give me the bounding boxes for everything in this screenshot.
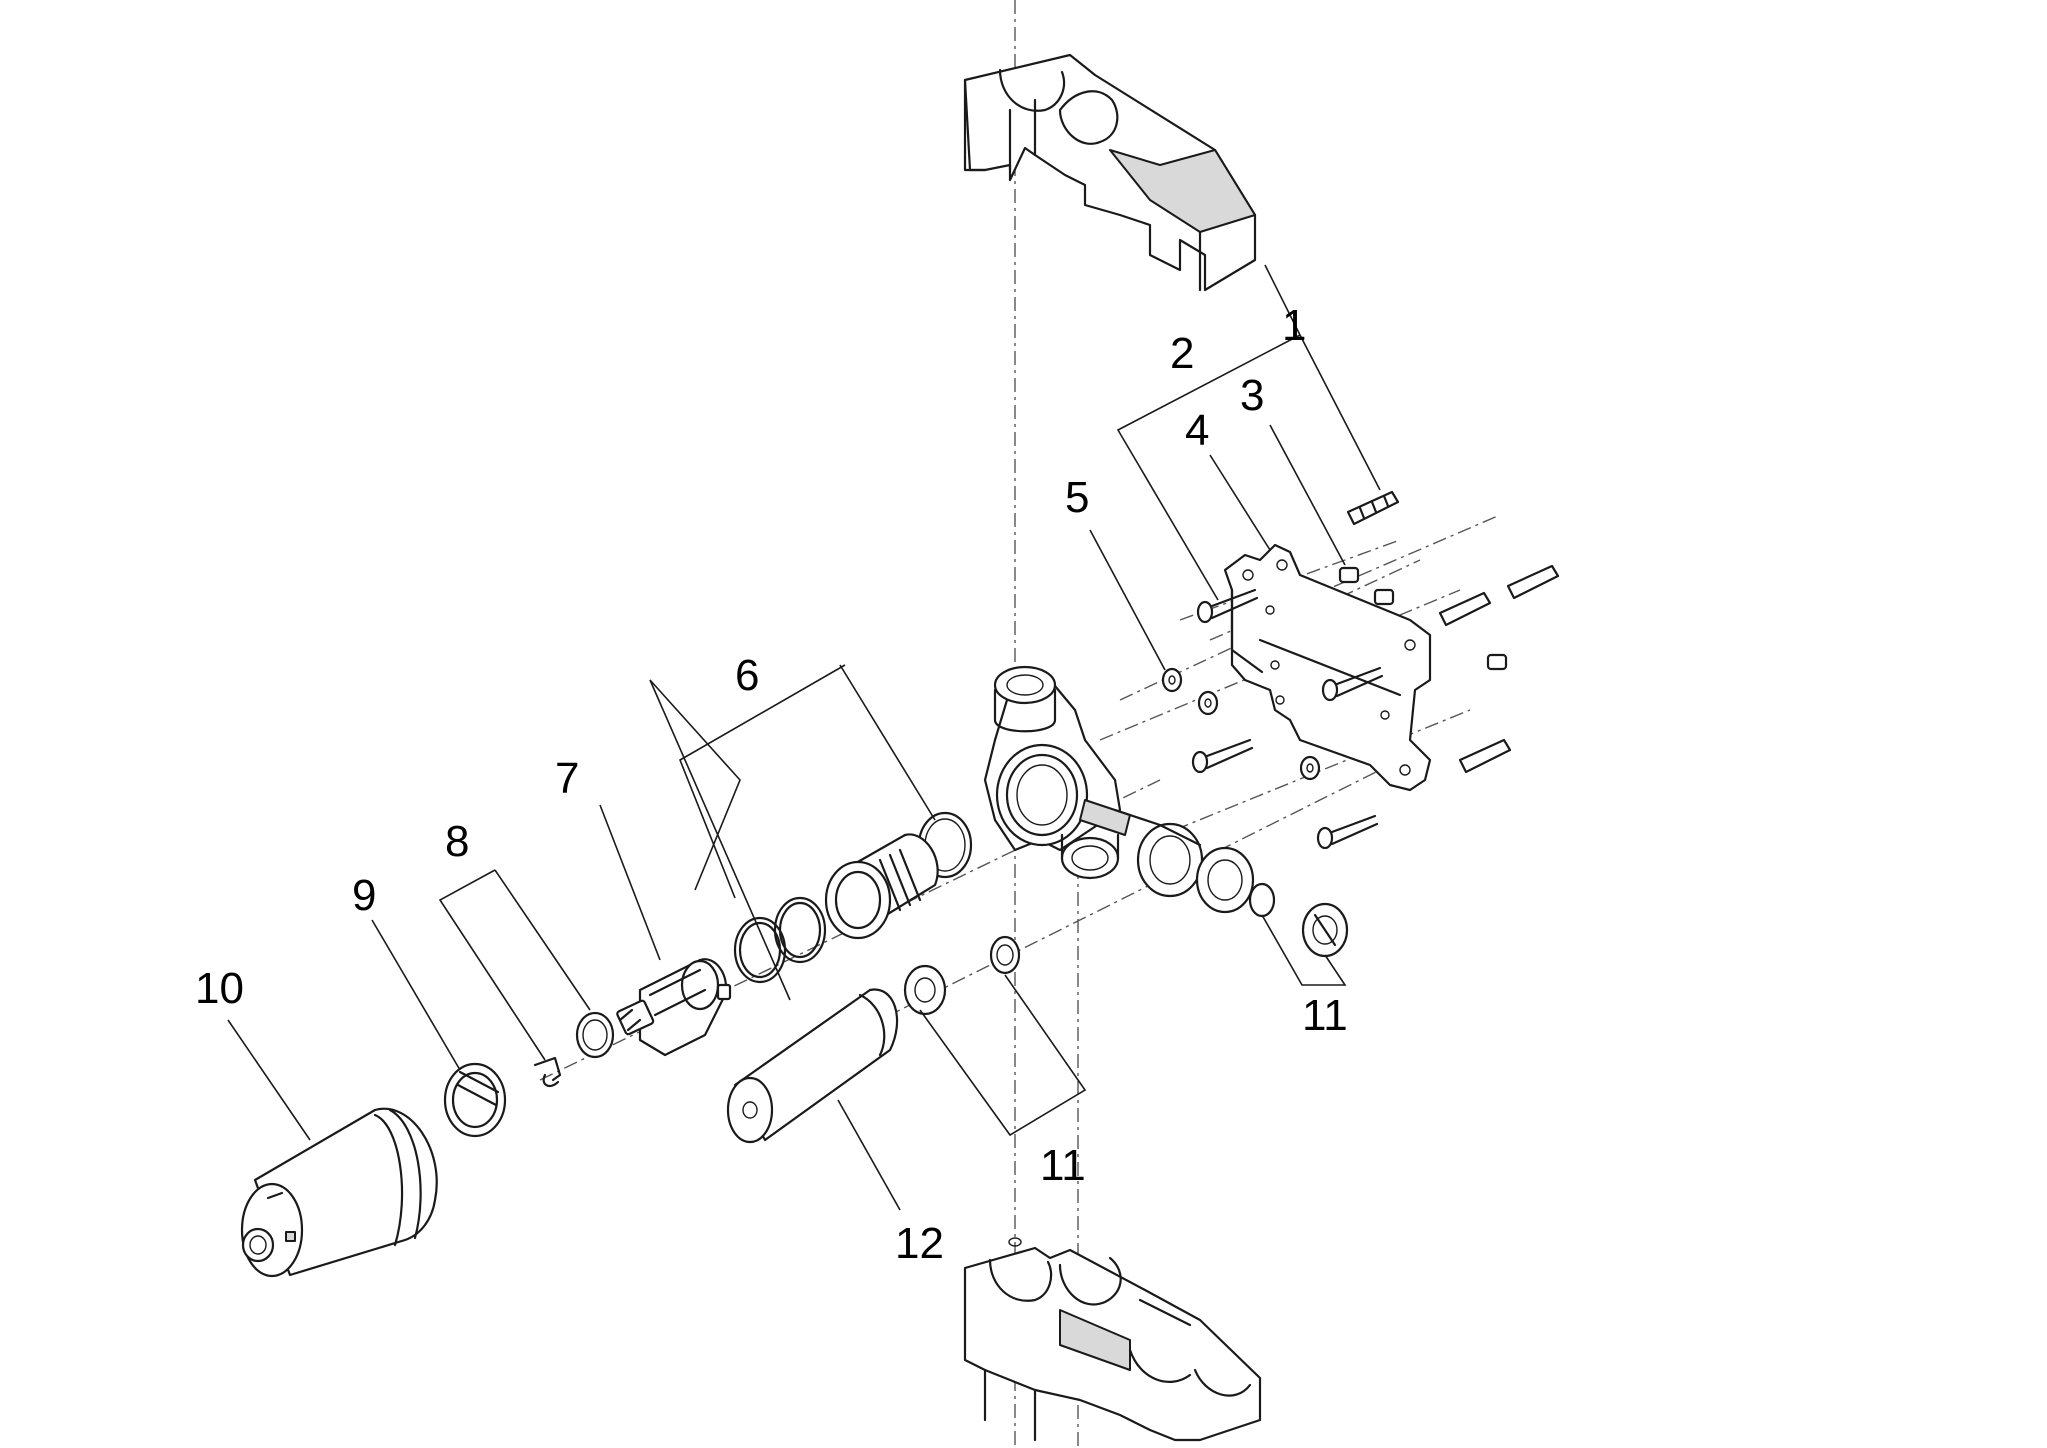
callout-11-right: 11 [1302, 991, 1348, 1040]
callout-1: 1 [1282, 301, 1306, 350]
retaining-clip [533, 1056, 562, 1088]
callout-labels: 1 2 3 4 5 6 7 8 9 10 11 11 12 [195, 301, 1348, 1268]
callout-8: 8 [445, 817, 469, 866]
callout-5: 5 [1065, 473, 1089, 522]
callout-4: 4 [1185, 406, 1209, 455]
small-screws [1338, 566, 1508, 671]
wood-screws [1191, 588, 1384, 850]
cartridge [616, 958, 732, 1057]
callout-11-lower: 11 [1040, 1141, 1086, 1190]
callout-2: 2 [1170, 329, 1194, 378]
washers [1161, 667, 1321, 781]
callout-7: 7 [555, 754, 579, 803]
adapter-sleeve [733, 811, 973, 984]
callout-12: 12 [895, 1219, 944, 1268]
valve-body [983, 665, 1255, 914]
wall-anchors [1346, 490, 1560, 774]
callout-10: 10 [195, 964, 244, 1013]
protection-plug [726, 988, 899, 1144]
callout-9: 9 [352, 871, 376, 920]
plug-lower [903, 935, 1021, 1016]
top-insulation-block [963, 53, 1257, 292]
threaded-ring [443, 1062, 507, 1138]
callout-6: 6 [735, 651, 759, 700]
retaining-ring [575, 1011, 615, 1059]
cover-cap [240, 1107, 438, 1278]
leader-lines [227, 264, 1381, 1211]
mounting-plate [1223, 543, 1432, 792]
bottom-insulation-block [963, 1237, 1262, 1442]
callout-3: 3 [1240, 371, 1264, 420]
